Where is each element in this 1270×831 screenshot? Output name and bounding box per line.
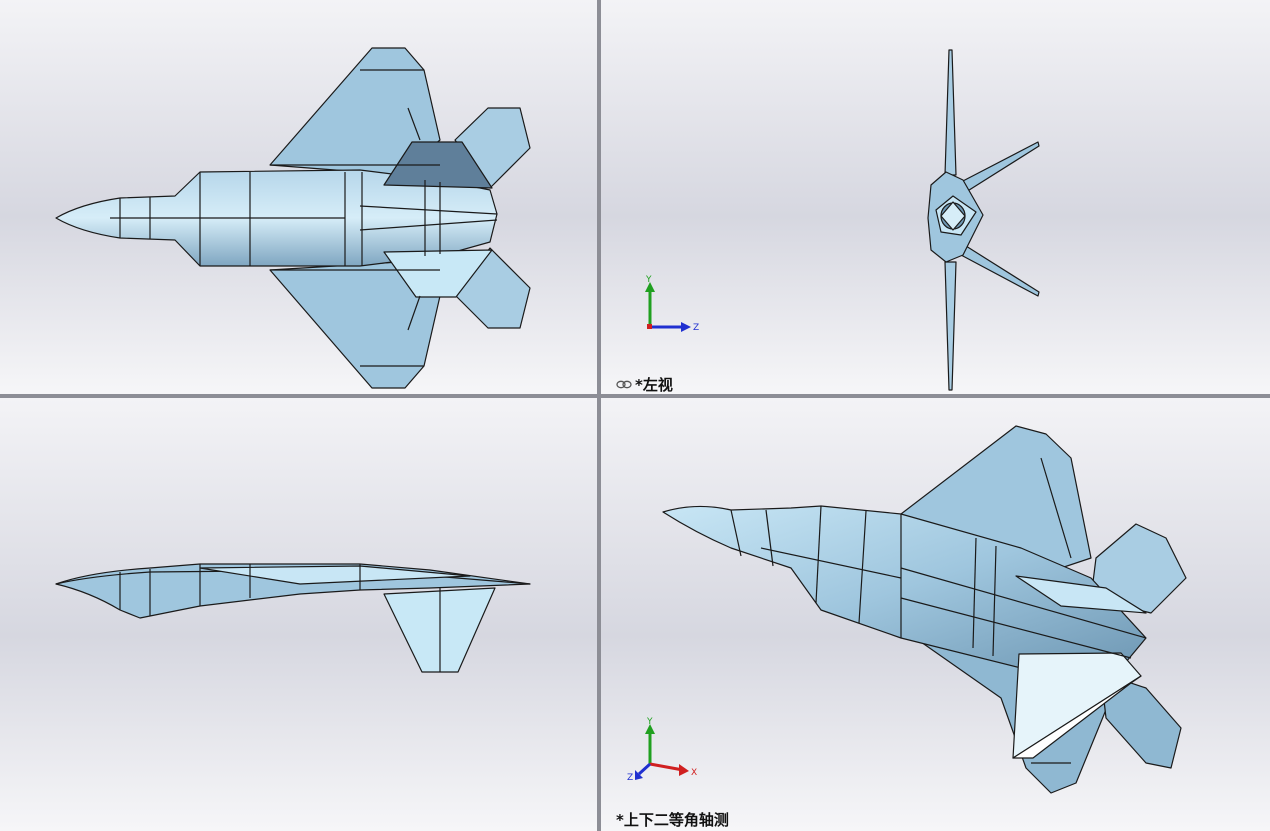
axis-x-label: X bbox=[691, 768, 697, 778]
aircraft-isometric-model[interactable] bbox=[601, 398, 1270, 831]
viewport-splitter-vertical[interactable] bbox=[597, 0, 601, 831]
axis-z-label: Z bbox=[693, 323, 699, 333]
viewport-isometric-view[interactable]: Y X Z *上下二等角轴测 bbox=[601, 398, 1270, 831]
view-label-text: *左视 bbox=[635, 376, 673, 394]
viewport-splitter-horizontal[interactable] bbox=[0, 394, 1270, 398]
view-name-isometric: *上下二等角轴测 bbox=[616, 809, 729, 830]
aircraft-side-view-model[interactable] bbox=[0, 398, 597, 831]
view-name-left: *左视 bbox=[616, 374, 673, 394]
axis-z-label: Z bbox=[627, 773, 633, 783]
viewport-top-view[interactable] bbox=[0, 0, 597, 394]
view-label-text: *上下二等角轴测 bbox=[616, 811, 729, 829]
axis-triad: Y X Z bbox=[627, 717, 697, 783]
axis-triad: Y Z bbox=[645, 275, 699, 333]
aircraft-top-view-model[interactable] bbox=[0, 0, 597, 394]
axis-y-label: Y bbox=[645, 275, 652, 285]
aircraft-front-view-model[interactable] bbox=[601, 0, 1270, 394]
link-icon bbox=[616, 380, 632, 389]
axis-y-label: Y bbox=[646, 717, 653, 727]
viewport-left-view[interactable]: Y Z *左视 bbox=[601, 0, 1270, 394]
viewport-front-view[interactable] bbox=[0, 398, 597, 831]
